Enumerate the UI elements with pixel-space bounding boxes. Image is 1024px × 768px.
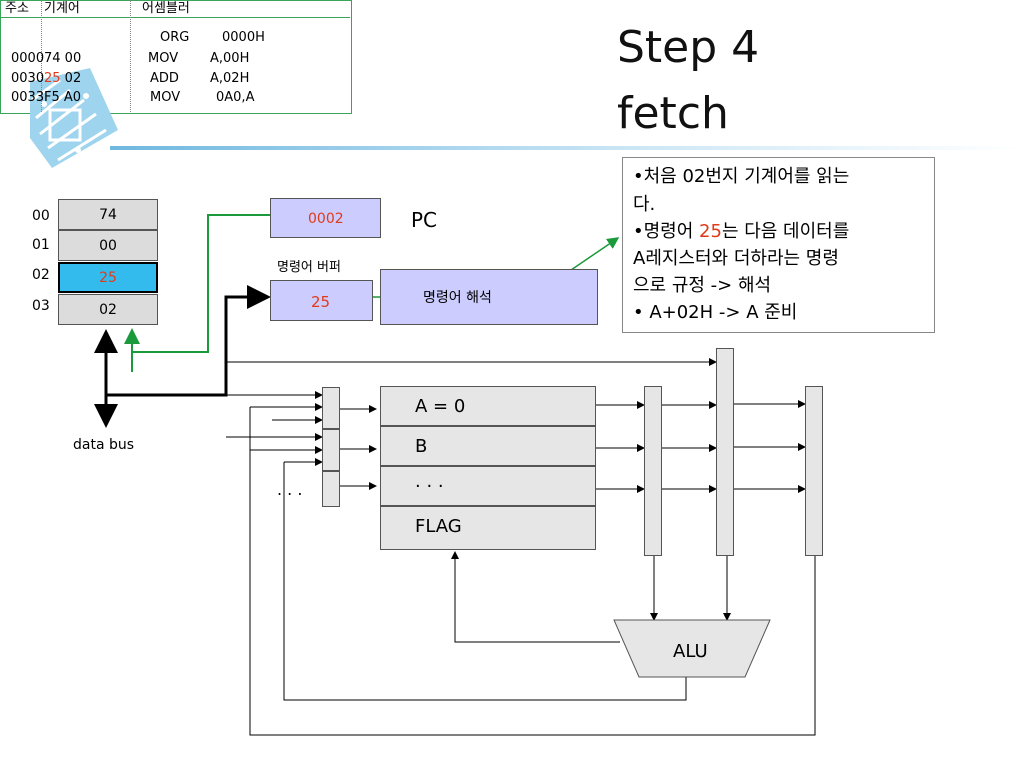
instruction-decoder: 명령어 해석 [380, 269, 598, 325]
operand-latch [644, 386, 662, 556]
explanation-line: • A+02H -> A 준비 [633, 302, 798, 323]
memory-address: 03 [32, 298, 50, 314]
explanation-box: •처음 02번지 기계어를 읽는 다. •명령어 25는 다음 데이터를 A레지… [622, 157, 935, 333]
code-bytes: F5 A0 [44, 90, 82, 105]
header-assembler: 어셈블러 [142, 1, 190, 16]
memory-value: 74 [99, 206, 117, 223]
output-latch [805, 386, 823, 556]
register-b: B [380, 426, 596, 466]
explanation-opcode: 25 [699, 221, 722, 242]
explanation-text: •명령어 [633, 221, 700, 242]
input-latch [322, 387, 340, 429]
memory-cell: 00 [58, 230, 158, 261]
register-a-label: A = 0 [415, 396, 466, 417]
code-addr: 0033 [11, 90, 45, 105]
pc-register: 0002 [270, 198, 381, 238]
explanation-line: A레지스터와 더하라는 명령 [633, 248, 839, 269]
code-addr: 0000 [11, 51, 45, 66]
input-latch [322, 429, 340, 471]
circuit-logo-icon [30, 68, 118, 168]
column-divider [130, 0, 131, 112]
operand-latch [716, 348, 734, 556]
code-arg: A,02H [210, 71, 250, 86]
memory-address: 02 [32, 267, 50, 283]
pc-value: 0002 [308, 211, 344, 227]
register-b-label: B [415, 436, 428, 457]
code-op: ORG [160, 30, 190, 45]
header-address: 주소 [5, 1, 29, 16]
column-divider [41, 0, 42, 112]
code-listing-table: 주소 기계어 어셈블러 ORG 0000H 0000 74 00 MOV A,0… [0, 0, 352, 114]
header-machine-code: 기계어 [44, 1, 80, 16]
code-addr: 0030 [11, 71, 45, 86]
explanation-line: •처음 02번지 기계어를 읽는 [633, 166, 850, 187]
memory-value: 25 [99, 269, 117, 286]
slide-title-line1: Step 4 [617, 22, 760, 73]
explanation-line: •명령어 25는 다음 데이터를 [633, 223, 849, 241]
explanation-line: 다. [633, 194, 656, 215]
instruction-decode-label: 명령어 해석 [423, 290, 492, 306]
code-op: ADD [150, 71, 179, 86]
logo [0, 60, 130, 170]
memory-address: 01 [32, 237, 50, 253]
slide-title-line2: fetch [617, 88, 729, 139]
alu-label: ALU [673, 641, 708, 662]
code-arg: A,00H [210, 51, 250, 66]
register-more: · · · [380, 466, 596, 506]
register-a: A = 0 [380, 386, 596, 426]
data-bus-label: data bus [73, 437, 135, 453]
register-more-label: · · · [415, 476, 444, 497]
code-arg: 0000H [222, 30, 265, 45]
memory-cell-highlighted: 25 [58, 262, 158, 293]
input-latch [322, 471, 340, 507]
memory-address: 00 [32, 208, 50, 224]
code-arg: 0A0,A [216, 90, 255, 105]
register-flag: FLAG [380, 506, 596, 550]
header-rule [110, 146, 1020, 150]
explanation-text: 는 다음 데이터를 [721, 221, 850, 242]
code-op: MOV [148, 51, 179, 66]
explanation-line: 으로 규정 -> 해석 [633, 275, 772, 296]
ellipsis-label: . . . [277, 480, 303, 499]
code-bytes: 25 02 [44, 72, 81, 85]
memory-value: 02 [99, 301, 117, 318]
instruction-buffer: 25 [270, 280, 373, 321]
code-bytes-rest: 02 [60, 71, 82, 86]
code-bytes-highlight: 25 [44, 71, 61, 86]
pc-label: PC [411, 208, 438, 232]
instruction-buffer-value: 25 [311, 293, 331, 311]
header-divider [0, 17, 350, 18]
memory-value: 00 [99, 237, 117, 254]
code-op: MOV [150, 90, 181, 105]
code-bytes: 74 00 [44, 51, 82, 66]
memory-cell: 02 [58, 294, 158, 325]
register-flag-label: FLAG [415, 516, 462, 537]
memory-cell: 74 [58, 199, 158, 230]
instruction-buffer-label: 명령어 버퍼 [277, 260, 341, 275]
